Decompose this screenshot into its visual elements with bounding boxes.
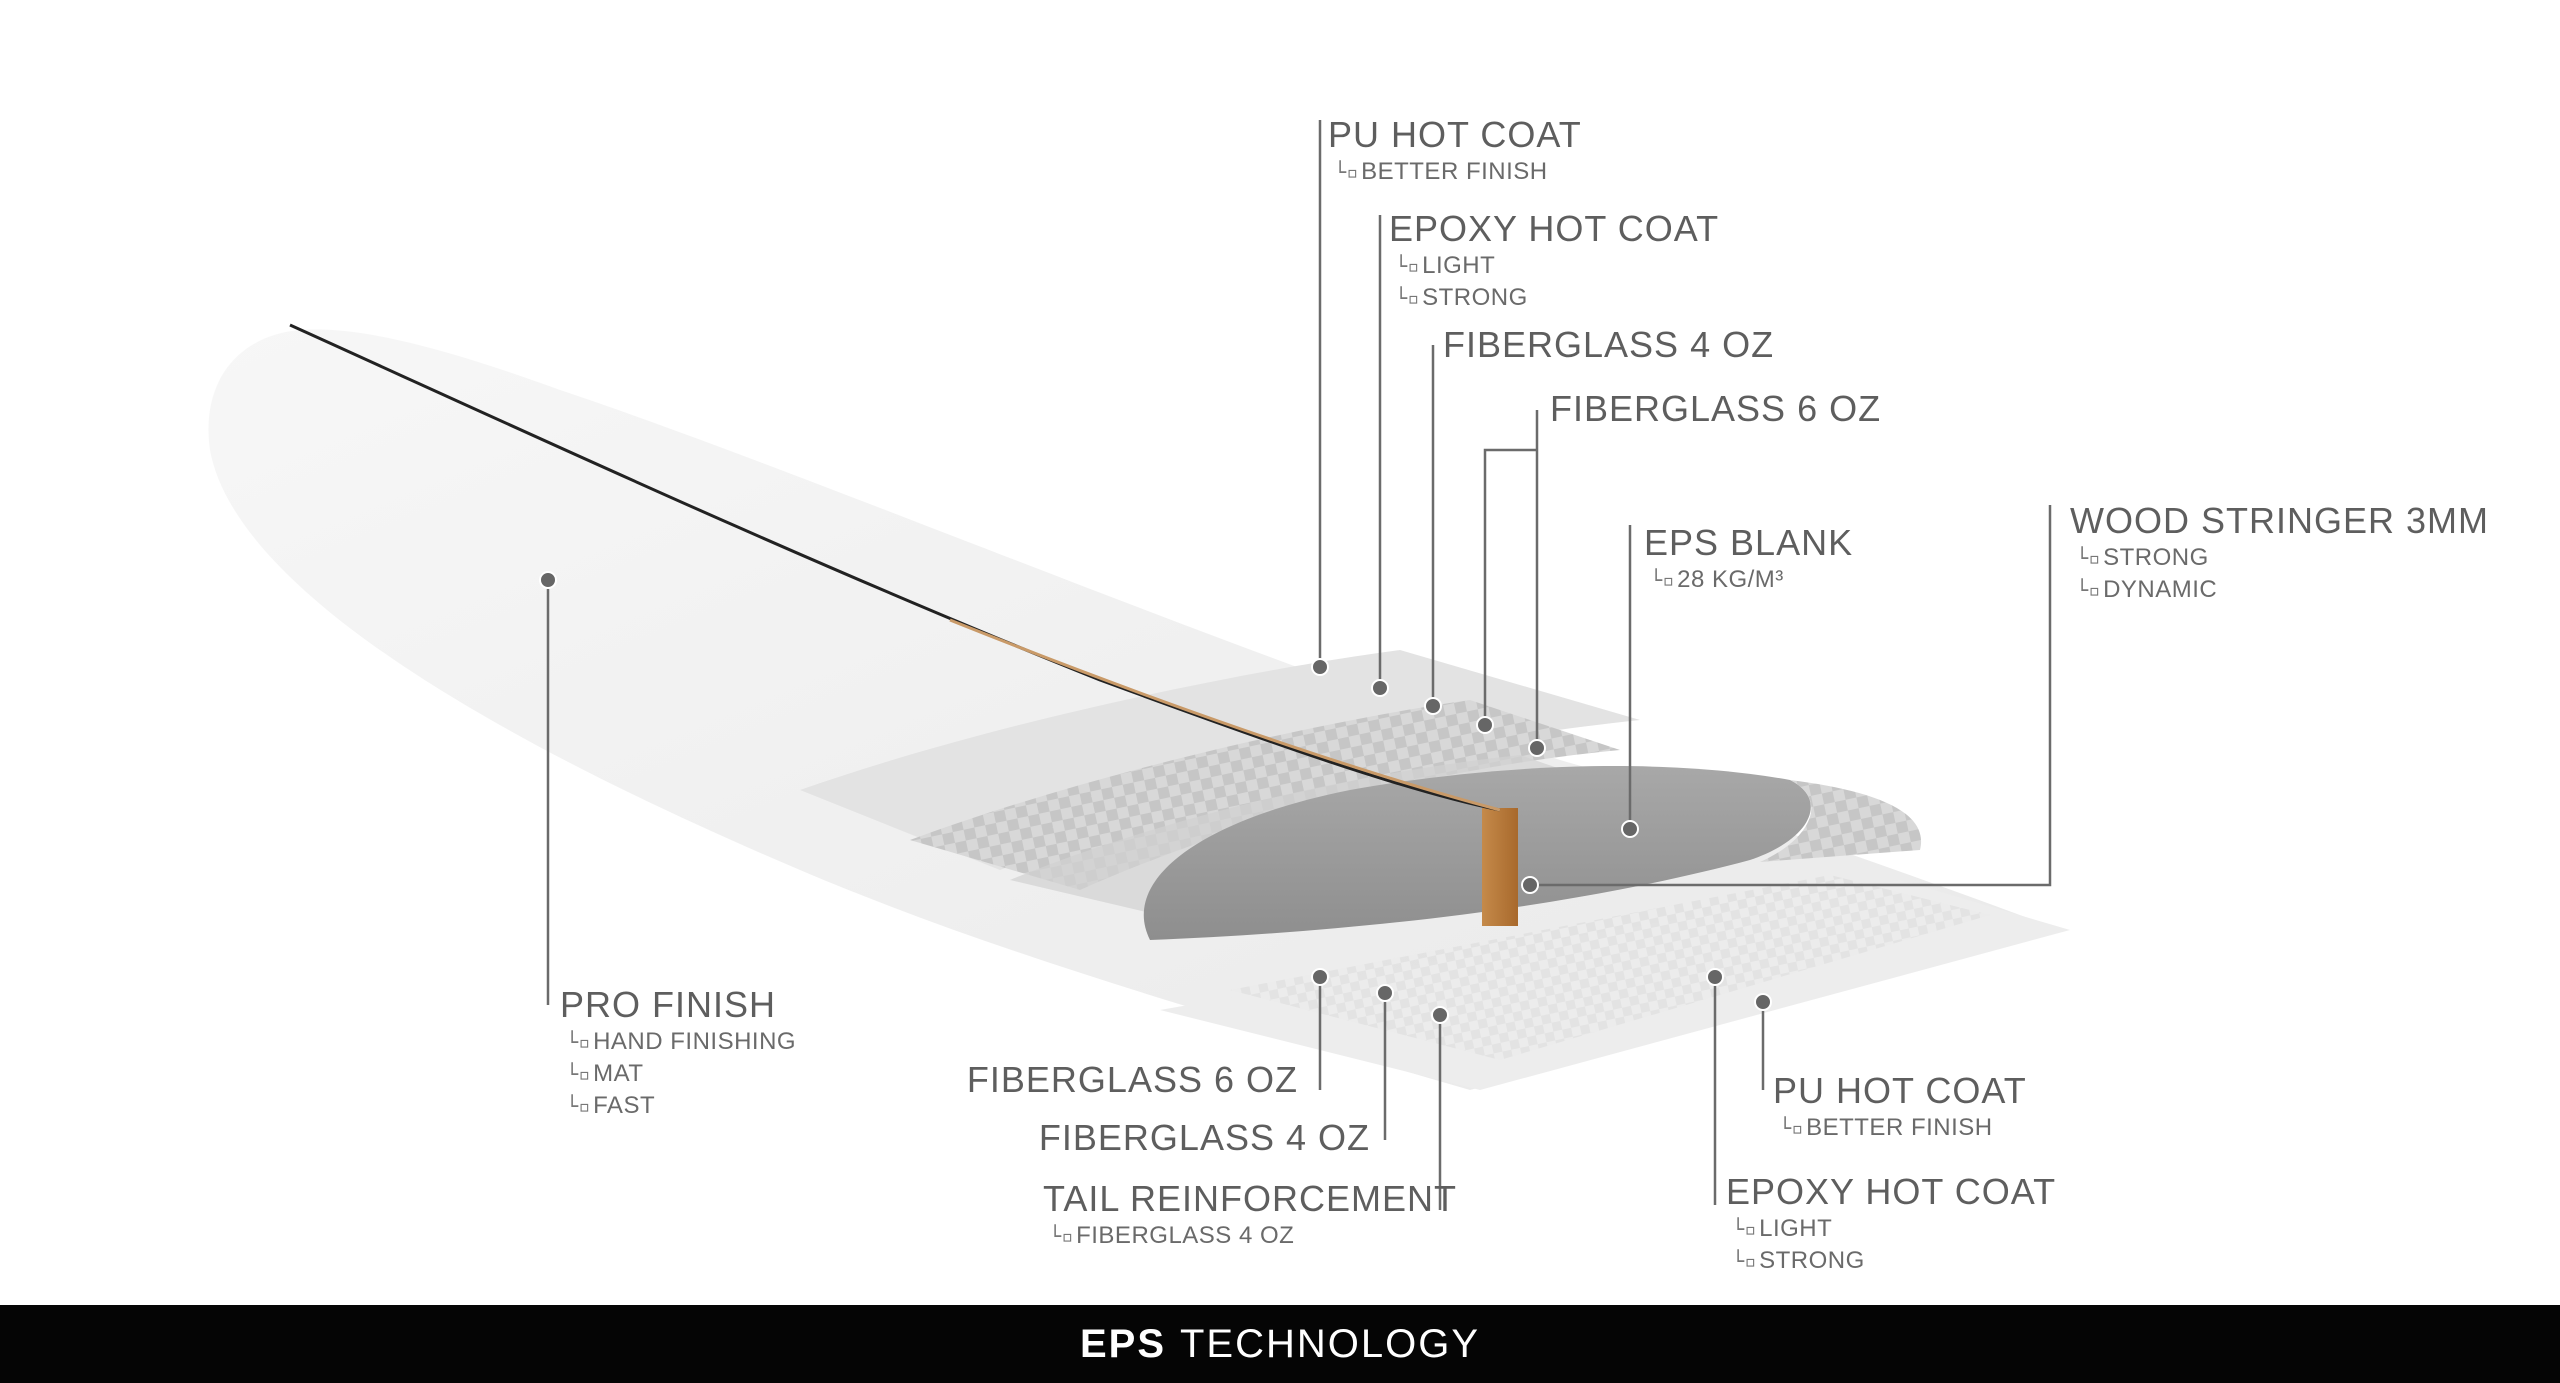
label-fiberglass-6oz-bottom: FIBERGLASS 6 OZ: [967, 1059, 1298, 1101]
label-sub: └▫MAT: [566, 1060, 644, 1087]
sub-bullet-icon: └▫: [1732, 1249, 1758, 1273]
label-title: PU HOT COAT: [1773, 1070, 2027, 1111]
label-fiberglass-6oz-top: FIBERGLASS 6 OZ: [1550, 388, 1881, 430]
eps-foam-core: [1143, 766, 1811, 940]
sub-bullet-icon: └▫: [1395, 286, 1421, 310]
dot-pu-top: [1311, 658, 1329, 676]
label-title: FIBERGLASS 4 OZ: [1443, 324, 1775, 365]
label-title: FIBERGLASS 6 OZ: [966, 1059, 1298, 1100]
dot-epoxy-top: [1371, 679, 1389, 697]
label-pu-hot-coat-top: PU HOT COAT └▫BETTER FINISH: [1328, 114, 1582, 188]
label-title: PU HOT COAT: [1328, 114, 1582, 155]
dot-eps: [1621, 820, 1639, 838]
label-title: FIBERGLASS 4 OZ: [1038, 1117, 1370, 1158]
leader-lines: [546, 120, 2052, 1210]
label-fiberglass-4oz-bottom: FIBERGLASS 4 OZ: [1039, 1117, 1370, 1159]
dot-stringer: [1521, 876, 1539, 894]
dot-tail: [1431, 1006, 1449, 1024]
label-eps-blank: EPS BLANK └▫28 KG/M³: [1644, 522, 1853, 596]
bottom-skin-weave: [1230, 875, 1990, 1060]
label-title: PRO FINISH: [560, 984, 777, 1025]
dot-fg4-top: [1424, 697, 1442, 715]
label-sub: └▫28 KG/M³: [1650, 566, 1784, 593]
top-skin-edge: [1760, 780, 1922, 862]
label-sub: └▫LIGHT: [1732, 1215, 1833, 1242]
label-title: EPOXY HOT COAT: [1726, 1171, 2057, 1212]
sub-bullet-icon: └▫: [1732, 1217, 1758, 1241]
dot-fg6-bot: [1311, 968, 1329, 986]
label-epoxy-hot-coat-bottom: EPOXY HOT COAT └▫LIGHT └▫STRONG: [1726, 1171, 2056, 1277]
label-title: EPS BLANK: [1644, 522, 1854, 563]
label-pro-finish: PRO FINISH └▫HAND FINISHING └▫MAT └▫FAST: [560, 984, 796, 1122]
dot-pu-bot: [1754, 993, 1772, 1011]
label-epoxy-hot-coat-top: EPOXY HOT COAT └▫LIGHT └▫STRONG: [1389, 208, 1719, 314]
label-sub: └▫HAND FINISHING: [566, 1028, 797, 1055]
label-title: EPOXY HOT COAT: [1389, 208, 1720, 249]
leader-dots: [539, 571, 1772, 1024]
sub-bullet-icon: └▫: [566, 1062, 592, 1086]
footer-banner: EPS TECHNOLOGY: [0, 1305, 2560, 1383]
sub-bullet-icon: └▫: [566, 1094, 592, 1118]
board-cutaway-diagram: [208, 120, 2070, 1210]
dot-fg6-top-a: [1476, 716, 1494, 734]
label-sub: └▫STRONG: [1395, 284, 1528, 311]
wood-stringer: [1482, 808, 1518, 926]
label-sub: └▫FIBERGLASS 4 OZ: [1049, 1222, 1295, 1249]
label-wood-stringer: WOOD STRINGER 3MM └▫STRONG └▫DYNAMIC: [2070, 500, 2489, 606]
label-sub: └▫STRONG: [2076, 544, 2209, 571]
label-tail-reinforcement: TAIL REINFORCEMENT └▫FIBERGLASS 4 OZ: [1043, 1178, 1457, 1252]
label-sub: └▫STRONG: [1732, 1247, 1865, 1274]
dot-fg6-top-b: [1528, 739, 1546, 757]
dot-fg4-bot: [1376, 984, 1394, 1002]
dot-pro: [539, 571, 557, 589]
label-sub: └▫BETTER FINISH: [1779, 1114, 1993, 1141]
deck-band-weave: [910, 700, 1620, 890]
sub-bullet-icon: └▫: [2076, 546, 2102, 570]
label-title: FIBERGLASS 6 OZ: [1550, 388, 1882, 429]
sub-bullet-icon: └▫: [1049, 1224, 1075, 1248]
sub-bullet-icon: └▫: [1650, 568, 1676, 592]
label-sub: └▫DYNAMIC: [2076, 576, 2218, 603]
label-sub: └▫BETTER FINISH: [1334, 158, 1548, 185]
sub-bullet-icon: └▫: [2076, 578, 2102, 602]
label-sub: └▫FAST: [566, 1092, 656, 1119]
label-title: WOOD STRINGER 3MM: [2070, 500, 2489, 541]
sub-bullet-icon: └▫: [1334, 160, 1360, 184]
label-fiberglass-4oz-top: FIBERGLASS 4 OZ: [1443, 324, 1774, 366]
label-title: TAIL REINFORCEMENT: [1043, 1178, 1458, 1219]
label-sub: └▫LIGHT: [1395, 252, 1496, 279]
sub-bullet-icon: └▫: [1779, 1116, 1805, 1140]
stringer-centerline-visible: [949, 618, 1501, 812]
sub-bullet-icon: └▫: [1395, 254, 1421, 278]
footer-title-bold: EPS: [1079, 1321, 1166, 1366]
dot-epoxy-bot: [1706, 968, 1724, 986]
label-pu-hot-coat-bottom: PU HOT COAT └▫BETTER FINISH: [1773, 1070, 2027, 1144]
sub-bullet-icon: └▫: [566, 1030, 592, 1054]
footer-title: TECHNOLOGY: [1180, 1321, 1481, 1366]
